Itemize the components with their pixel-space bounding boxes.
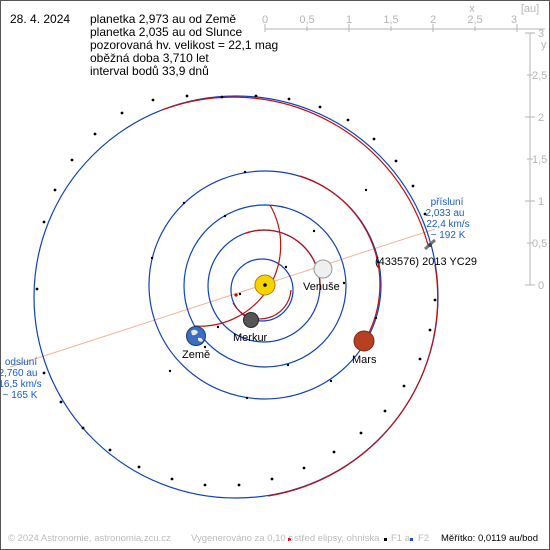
apsis-line bbox=[9, 228, 436, 368]
venus-icon bbox=[313, 259, 333, 279]
f1-legend: F1 a bbox=[391, 533, 411, 544]
mars-icon bbox=[353, 330, 375, 352]
y-tick-label: 2 bbox=[538, 112, 544, 124]
center-legend-marker bbox=[288, 538, 291, 541]
f1-legend-marker bbox=[384, 538, 387, 541]
venus-label: Venuše bbox=[303, 281, 340, 293]
f2-legend: F2 bbox=[418, 533, 430, 544]
x-tick-label: 0 bbox=[262, 14, 268, 26]
x-tick-label: 0,5 bbox=[299, 14, 314, 26]
perihelion-title: přísluní bbox=[431, 197, 464, 208]
generated-time: Vygenerováno za 0,10 s bbox=[191, 533, 294, 544]
x-tick-label: 2,5 bbox=[467, 14, 482, 26]
info-magnitude: pozorovaná hv. velikost = 22,1 mag bbox=[90, 38, 279, 52]
perihelion-info: přísluní 2,033 au 22,4 km/s ~ 192 K bbox=[426, 197, 470, 241]
mars-orbit bbox=[148, 170, 382, 400]
info-distance-earth: planetka 2,973 au od Země bbox=[90, 12, 237, 26]
asteroid-orbit-future-arc bbox=[267, 264, 439, 497]
asteroid-orbit bbox=[33, 95, 439, 499]
mercury-icon bbox=[243, 312, 259, 328]
mars-label: Mars bbox=[352, 354, 377, 366]
perihelion-dist: 2,033 au bbox=[426, 208, 465, 219]
orbit-point-markers bbox=[35, 94, 437, 487]
aphelion-dist: 2,760 au bbox=[0, 368, 37, 379]
y-tick-label: 0,5 bbox=[532, 238, 547, 250]
earth-icon bbox=[186, 326, 206, 346]
y-tick-label: 0 bbox=[538, 280, 544, 292]
asteroid-orbit-past bbox=[161, 96, 429, 246]
date-label: 28. 4. 2024 bbox=[10, 12, 71, 26]
copyright-link[interactable]: © 2024 Astronomie, astronomia.zcu.cz bbox=[8, 533, 171, 544]
aphelion-title: odsluní bbox=[5, 357, 37, 368]
mars-orbit-past bbox=[299, 175, 381, 343]
axis-tick-labels: 0 0,5 1 1,5 2 2,5 3 x [au] 3 2,5 2 1,5 1… bbox=[262, 3, 547, 292]
x-tick-label: 1 bbox=[346, 14, 352, 26]
perihelion-speed: 22,4 km/s bbox=[426, 219, 469, 230]
y-tick-label: 1 bbox=[538, 196, 544, 208]
x-tick-label: 1,5 bbox=[383, 14, 398, 26]
sun-icon bbox=[254, 274, 276, 296]
info-distance-sun: planetka 2,035 au od Slunce bbox=[90, 25, 243, 39]
f2-legend-marker bbox=[410, 538, 413, 541]
asteroid-marker bbox=[423, 238, 437, 251]
info-period: oběžná doba 3,710 let bbox=[90, 51, 209, 65]
y-tick-label: 1,5 bbox=[532, 154, 547, 166]
aphelion-info: odsluní 2,760 au 16,5 km/s ~ 165 K bbox=[0, 357, 42, 401]
ellipse-center-mark bbox=[234, 293, 238, 297]
x-tick-label: 3 bbox=[511, 14, 517, 26]
x-tick-label: 2 bbox=[430, 14, 436, 26]
info-interval: interval bodů 33,9 dnů bbox=[90, 64, 209, 78]
y-tick-label: 3 bbox=[538, 28, 544, 40]
perihelion-temp: ~ 192 K bbox=[431, 230, 466, 241]
mercury-label: Merkur bbox=[233, 332, 268, 344]
x-axis-name: x bbox=[469, 3, 475, 15]
earth-label: Země bbox=[182, 349, 210, 361]
mercury-orbit bbox=[230, 258, 294, 322]
x-axis bbox=[264, 24, 545, 32]
center-legend: střed elipsy, ohniska bbox=[294, 533, 380, 544]
aphelion-speed: 16,5 km/s bbox=[0, 379, 42, 390]
earth-orbit bbox=[183, 204, 347, 368]
mercury-orbit-past bbox=[232, 289, 292, 320]
aphelion-temp: ~ 165 K bbox=[3, 390, 38, 401]
y-tick-label: 2,5 bbox=[532, 70, 547, 82]
y-axis-name: y bbox=[541, 39, 547, 51]
y-axis bbox=[525, 32, 535, 286]
scale-label: Měřítko: 0,0119 au/bod bbox=[441, 533, 538, 544]
axis-unit: [au] bbox=[521, 3, 539, 15]
asteroid-label: (433576) 2013 YC29 bbox=[375, 256, 477, 268]
